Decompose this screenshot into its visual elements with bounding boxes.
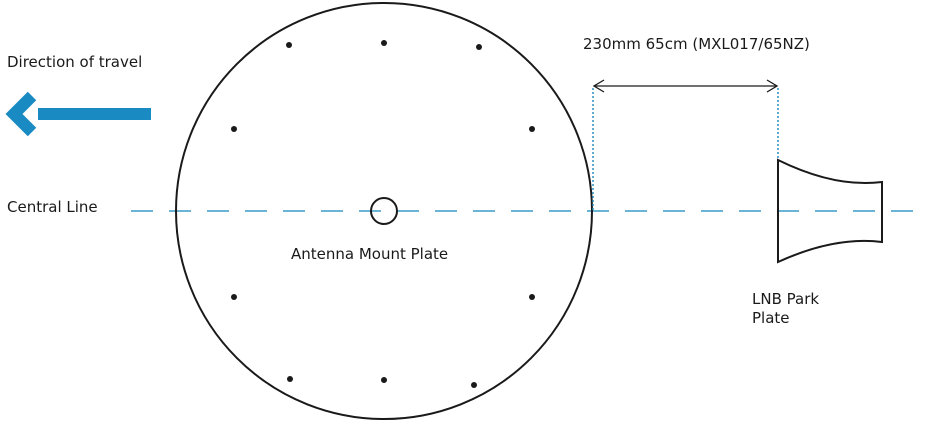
bolt-hole bbox=[286, 42, 292, 48]
bolt-holes bbox=[231, 40, 535, 388]
measurement-label: 230mm 65cm (MXL017/65NZ) bbox=[583, 35, 810, 53]
direction-arrow-icon bbox=[5, 91, 151, 137]
direction-of-travel-label: Direction of travel bbox=[7, 53, 143, 71]
bolt-hole bbox=[476, 44, 482, 50]
bolt-hole bbox=[529, 294, 535, 300]
lnb-park-plate-shape bbox=[777, 158, 883, 264]
bolt-hole bbox=[381, 40, 387, 46]
bolt-hole bbox=[471, 382, 477, 388]
antenna-mount-plate-label: Antenna Mount Plate bbox=[291, 245, 449, 263]
lnb-park-plate-label: LNB Park Plate bbox=[752, 290, 820, 327]
central-line-label: Central Line bbox=[7, 198, 98, 216]
bolt-hole bbox=[381, 377, 387, 383]
bolt-hole bbox=[529, 126, 535, 132]
dimension-arrow-icon bbox=[592, 79, 779, 93]
bolt-hole bbox=[231, 294, 237, 300]
bolt-hole bbox=[231, 126, 237, 132]
center-hole bbox=[370, 197, 398, 225]
bolt-hole bbox=[287, 376, 293, 382]
antenna-mount-plate-circle bbox=[175, 2, 593, 420]
